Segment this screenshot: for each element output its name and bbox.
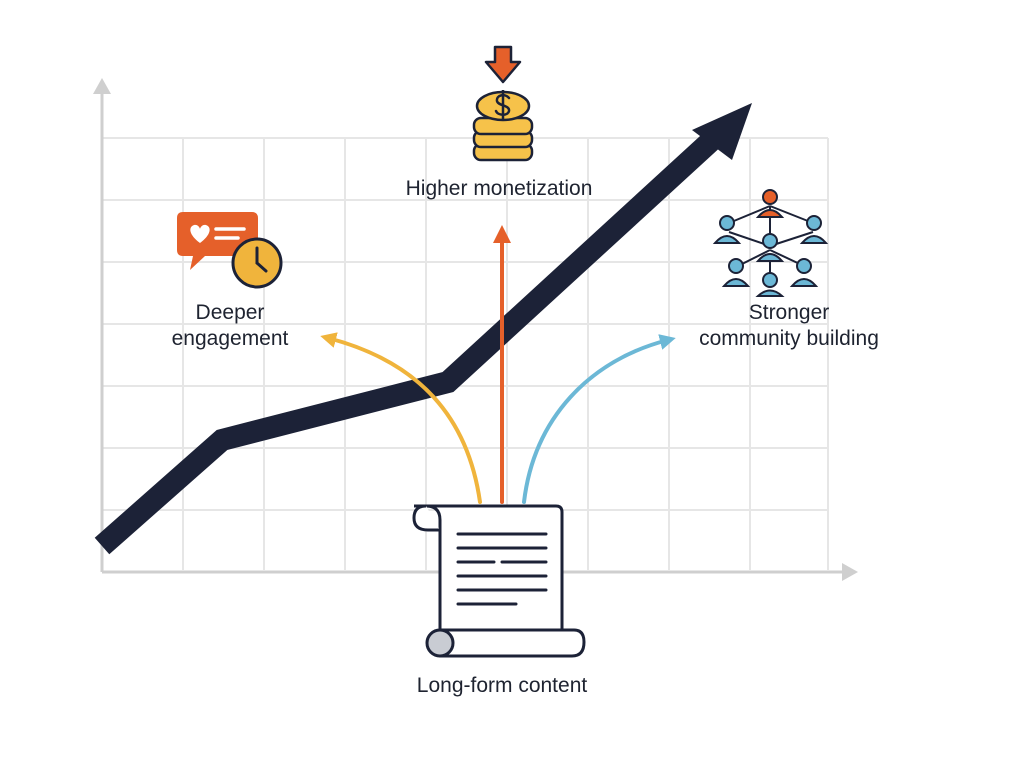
chat-heart-clock-icon	[177, 212, 283, 289]
label-community-line-2: community building	[699, 327, 879, 350]
x-axis-arrowhead	[842, 563, 858, 581]
label-higher-monetization: Higher monetization	[405, 177, 593, 200]
label-community-line-1: Stronger	[748, 301, 830, 324]
person-left-lower	[721, 258, 751, 287]
label-stronger-community: Stronger community building	[699, 300, 879, 352]
arrow-to-engagement	[320, 332, 482, 504]
person-right-lower	[789, 258, 819, 287]
document-scroll-icon	[412, 504, 586, 658]
label-long-form-content: Long-form content	[416, 674, 588, 697]
person-left-upper	[712, 215, 742, 244]
label-engagement-line-2: engagement	[171, 327, 289, 350]
people-network-icon	[712, 189, 829, 297]
person-right-upper	[799, 215, 829, 244]
label-engagement-line-1: Deeper	[195, 301, 265, 324]
growth-trend-arrow	[94, 103, 752, 555]
label-deeper-engagement: Deeper engagement	[172, 300, 289, 352]
coin-stack-arrow-icon	[472, 45, 534, 162]
arrow-to-community	[522, 334, 676, 504]
connector-arrows	[320, 225, 676, 504]
y-axis-arrowhead	[93, 78, 111, 94]
person-top	[755, 189, 785, 218]
person-bottom	[755, 272, 785, 297]
person-center	[755, 233, 785, 262]
